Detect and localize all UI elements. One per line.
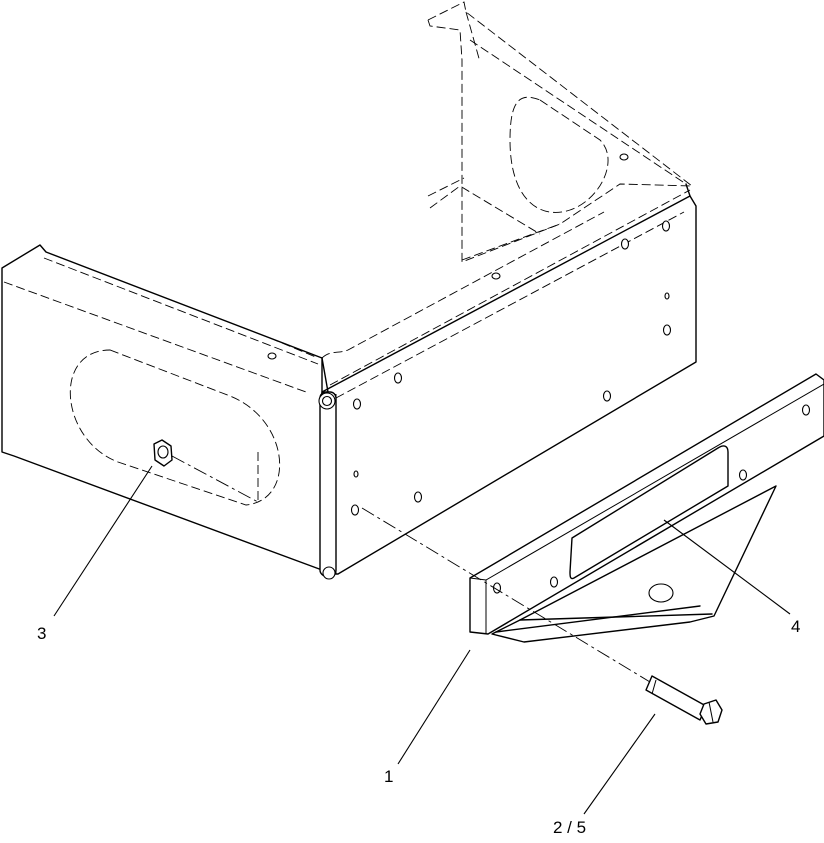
frame-left-side-plate [1,244,323,571]
callout-1: 1 [384,767,393,786]
hex-nut-part [153,439,259,503]
frame-holes [267,153,672,516]
frame-right-oval-opening [509,96,609,213]
bolt-part [361,507,723,725]
frame-weldment [1,1,697,580]
leader-1 [397,649,471,765]
leader-3 [53,465,153,617]
leader-2-5 [583,713,656,815]
callout-2-5: 2 / 5 [553,818,586,837]
callout-3: 3 [37,624,46,643]
bracket-slot [569,445,729,580]
callouts: 3 4 1 2 / 5 [37,465,800,837]
callout-4: 4 [791,617,800,636]
leader-4 [663,519,791,615]
frame-left-oval-opening [69,349,281,506]
frame-right-side-plate [427,1,694,263]
bracket-pin-hole [648,583,674,603]
hitch-bracket-part [469,373,824,643]
